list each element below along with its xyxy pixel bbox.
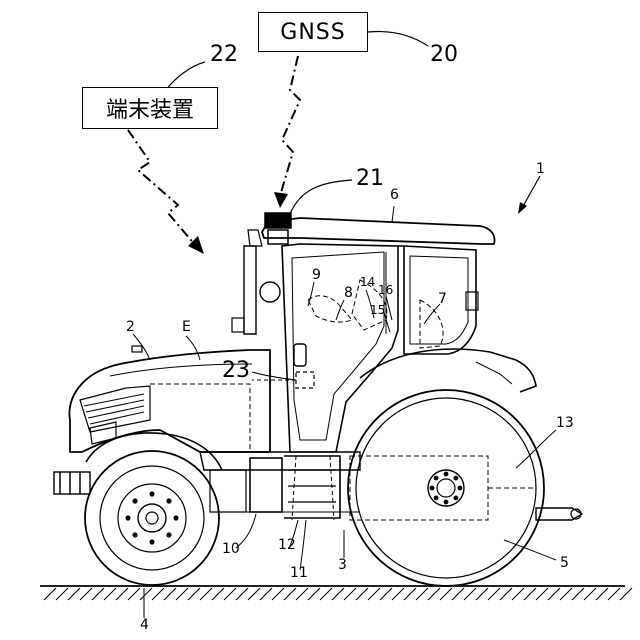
- ref-15: 15: [370, 304, 385, 316]
- terminal-device-label: 端末装置: [106, 92, 194, 124]
- terminal-signal-arrow: [128, 130, 204, 254]
- ref-13: 13: [556, 416, 574, 430]
- ref-21: 21: [356, 168, 384, 190]
- leader-21: [290, 180, 352, 214]
- ground: [40, 586, 632, 600]
- front-wheel: [85, 451, 219, 585]
- terminal-device-box: 端末装置: [82, 87, 218, 129]
- leader-22: [166, 62, 205, 90]
- ref-2: 2: [126, 320, 135, 334]
- chassis: [200, 452, 582, 520]
- ref-12: 12: [278, 538, 296, 552]
- ref-16: 16: [378, 284, 393, 296]
- ref-14: 14: [360, 276, 375, 288]
- ref-E: E: [182, 320, 191, 334]
- ref-4: 4: [140, 618, 149, 632]
- ref-arrow-1: [518, 176, 540, 214]
- ref-5: 5: [560, 556, 569, 570]
- ref-23: 23: [222, 360, 250, 382]
- ref-8: 8: [344, 286, 353, 300]
- gnss-box: GNSS: [258, 12, 368, 52]
- gnss-label: GNSS: [280, 20, 345, 45]
- ref-10: 10: [222, 542, 240, 556]
- ref-11: 11: [290, 566, 308, 580]
- ref-7: 7: [438, 292, 447, 306]
- cabin: [232, 230, 536, 452]
- ref-20: 20: [430, 44, 458, 66]
- ref-3: 3: [338, 558, 347, 572]
- leader-20: [368, 32, 428, 46]
- gnss-signal-arrow: [274, 56, 300, 208]
- rear-wheel: [348, 390, 544, 586]
- ref-6: 6: [390, 188, 399, 202]
- ref-22: 22: [210, 44, 238, 66]
- ref-9: 9: [312, 268, 321, 282]
- ref-1: 1: [536, 162, 545, 176]
- cabin-roof: [262, 213, 494, 244]
